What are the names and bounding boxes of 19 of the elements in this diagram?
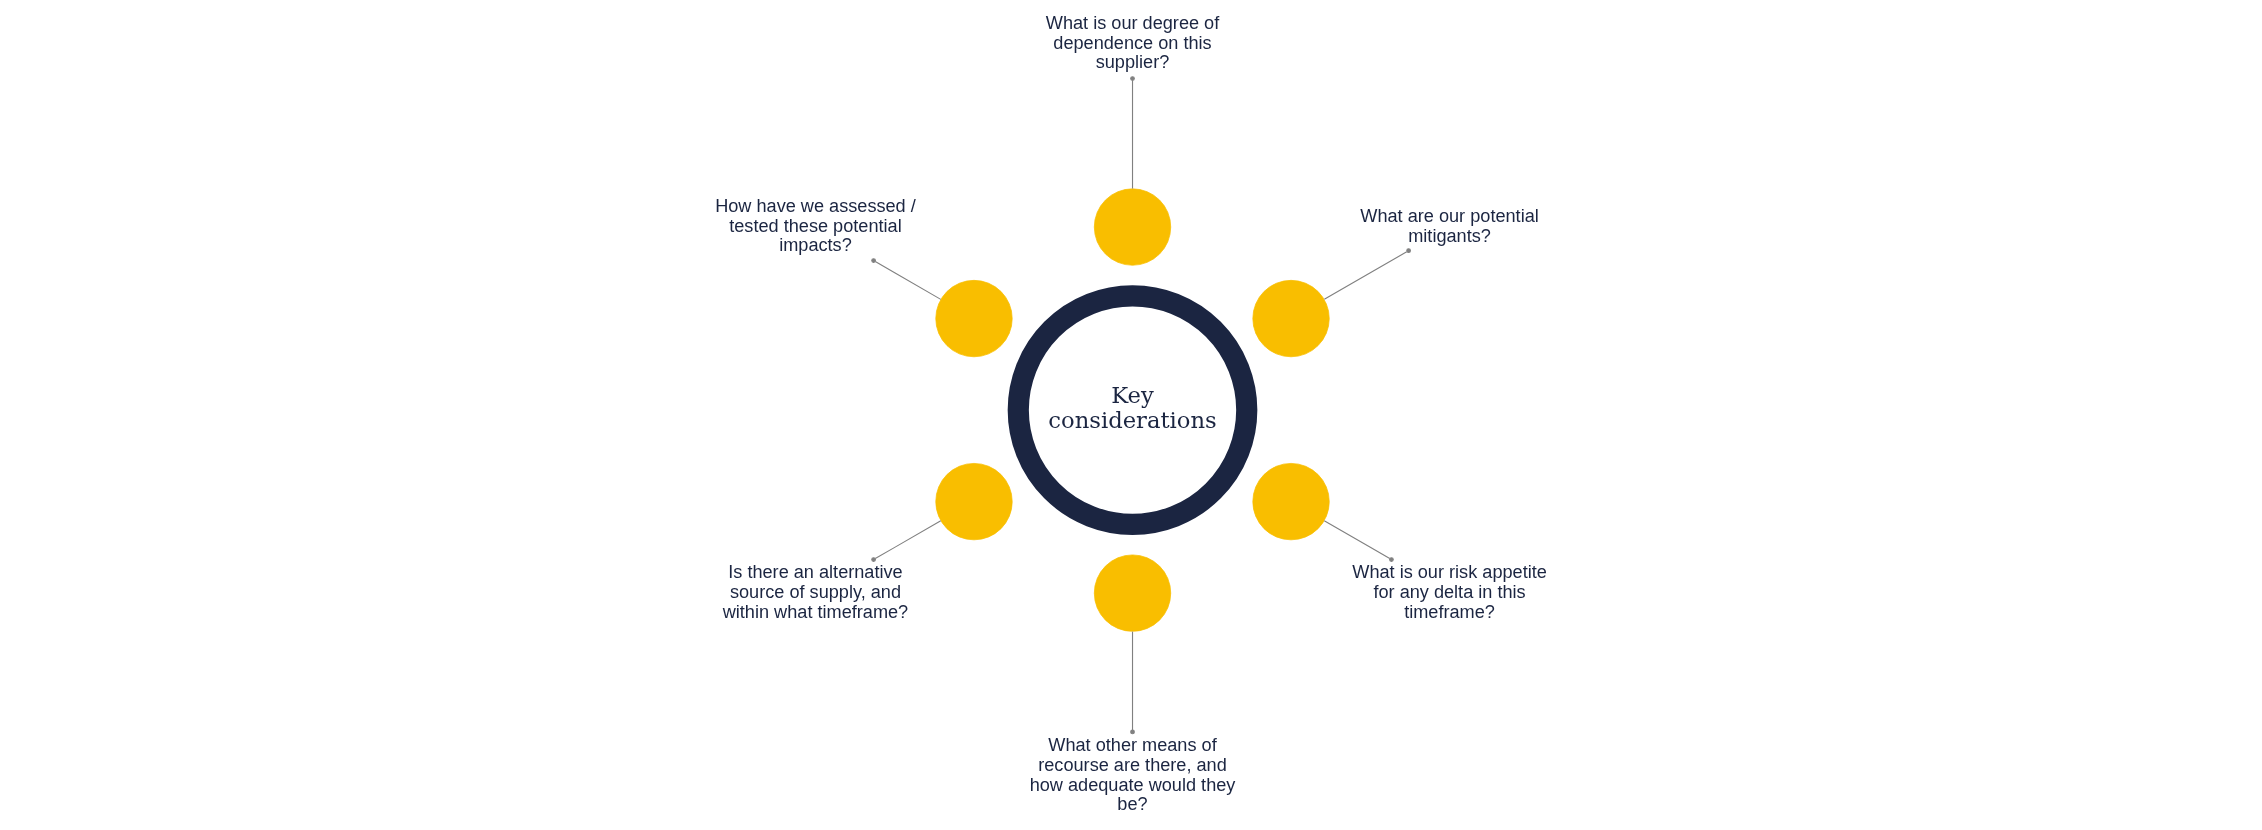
node-text: Is there an alternative source of supply, and within what timeframe? bbox=[722, 562, 909, 622]
connector bbox=[1130, 631, 1135, 735]
connector bbox=[1323, 248, 1411, 300]
node-teardrop bbox=[1252, 279, 1330, 358]
connector bbox=[1130, 76, 1135, 190]
node-teardrop bbox=[935, 463, 1013, 541]
node-text: What is our risk appetite for any delta in this timeframe? bbox=[1352, 562, 1547, 622]
node-text: What other means of recourse are there, and how adequate would they be? bbox=[1029, 735, 1236, 815]
node-text: What are our potential mitigants? bbox=[1360, 205, 1539, 246]
node-text: What is our degree of dependence on this supplier? bbox=[1045, 13, 1220, 73]
connector bbox=[871, 258, 942, 300]
node-circle: Key considerations bbox=[1007, 285, 1258, 535]
node-teardrop bbox=[1093, 188, 1172, 266]
connector bbox=[871, 520, 942, 562]
node-teardrop bbox=[1093, 554, 1172, 632]
node-teardrop bbox=[1252, 463, 1330, 541]
connector bbox=[1323, 520, 1394, 562]
node-text: How have we assessed / tested these potential impacts? bbox=[715, 196, 916, 256]
node-teardrop bbox=[935, 279, 1013, 358]
